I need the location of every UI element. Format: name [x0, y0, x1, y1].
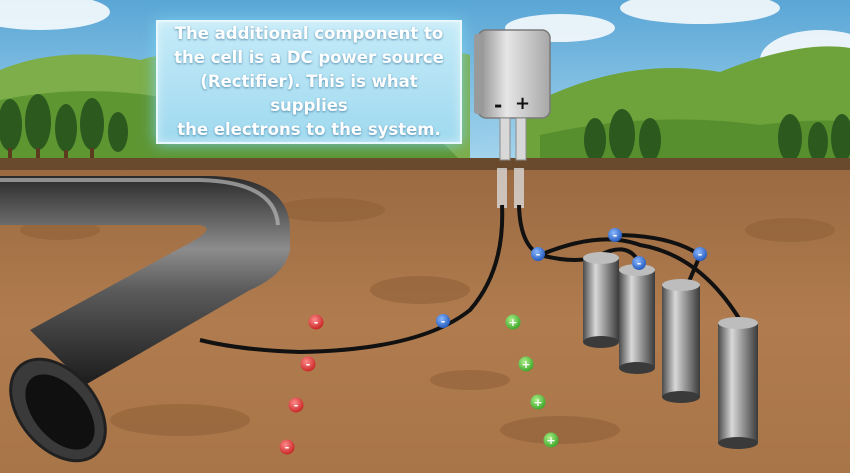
svg-text:-: - — [698, 248, 703, 261]
positive-terminal-label: + — [515, 93, 531, 114]
svg-text:+: + — [521, 358, 530, 371]
red-electron-2: - — [300, 356, 316, 372]
svg-text:-: - — [294, 399, 299, 412]
green-ion-4: + — [543, 432, 559, 448]
svg-text:-: - — [613, 229, 618, 242]
svg-text:-: - — [637, 257, 642, 270]
ground-surface — [0, 158, 850, 172]
caption-box: The additional component to the cell is … — [156, 20, 462, 144]
green-ion-2: + — [518, 356, 534, 372]
svg-text:+: + — [546, 434, 555, 447]
blue-electron-5: - — [693, 247, 707, 261]
green-ion-1: + — [505, 314, 521, 330]
negative-terminal-label: - — [494, 93, 503, 117]
green-positive-ions: + + + + — [505, 314, 559, 448]
soil-texture — [20, 198, 835, 444]
blue-electrons: - - - - - — [436, 228, 707, 328]
svg-text:+: + — [533, 396, 542, 409]
anode-2 — [619, 264, 655, 374]
pipeline — [0, 176, 290, 463]
green-ion-3: + — [530, 394, 546, 410]
red-electron-3: - — [288, 397, 304, 413]
anode-3 — [662, 279, 700, 403]
blue-electron-2: - — [531, 247, 545, 261]
caption-text: The additional component to the cell is … — [174, 24, 444, 139]
svg-text:+: + — [508, 316, 517, 329]
svg-text:-: - — [306, 358, 311, 371]
red-electrons: - - - - — [279, 314, 324, 455]
red-electron-1: - — [308, 314, 324, 330]
anode-cylinders — [583, 252, 758, 449]
red-electron-4: - — [279, 439, 295, 455]
rectifier-box — [474, 29, 551, 208]
svg-text:-: - — [314, 316, 319, 329]
anode-4 — [718, 317, 758, 449]
blue-electron-1: - — [436, 314, 450, 328]
blue-electron-4: - — [632, 256, 646, 270]
svg-text:-: - — [285, 441, 290, 454]
anode-1 — [583, 252, 619, 348]
blue-electron-3: - — [608, 228, 622, 242]
svg-text:-: - — [536, 248, 541, 261]
svg-text:-: - — [441, 315, 446, 328]
